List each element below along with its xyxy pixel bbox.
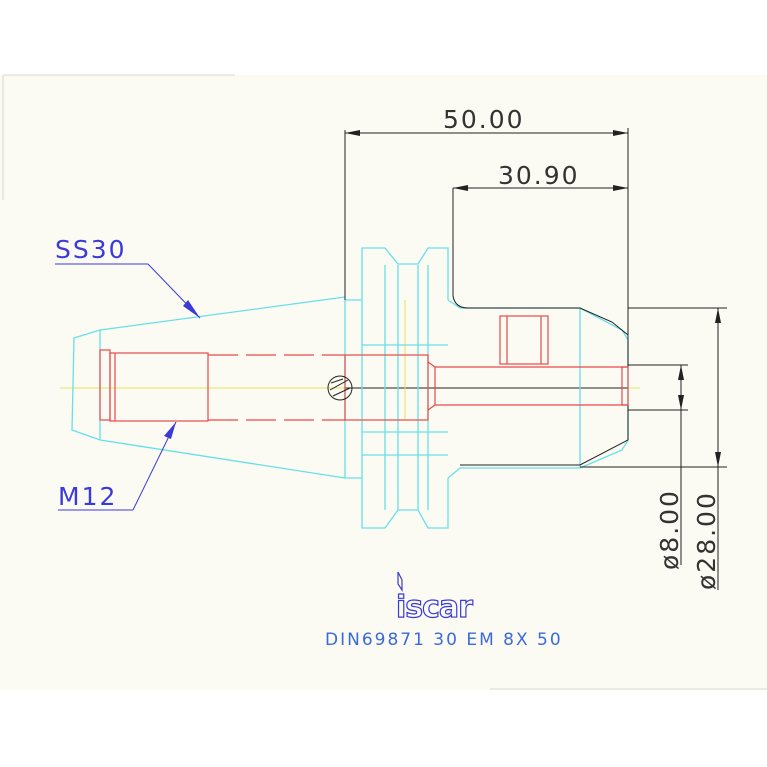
taper-label: SS30 <box>55 235 127 264</box>
body-outline <box>344 130 629 466</box>
dim-overall-length-label: 50.00 <box>443 105 525 134</box>
logo-wordmark: iscar <box>396 590 473 625</box>
part-caption: DIN69871 30 EM 8X 50 <box>325 630 563 650</box>
drawing-sheet <box>0 75 767 690</box>
internal-bore <box>99 315 629 422</box>
dimension-bore-diameter: ø8.00 <box>628 364 688 570</box>
dimension-overall-length: 50.00 <box>345 105 629 340</box>
thread-label: M12 <box>58 482 117 511</box>
thread-callout: M12 <box>58 421 177 511</box>
dim-body-length-label: 30.90 <box>498 161 580 190</box>
dim-body-diameter-label: ø28.00 <box>692 491 721 590</box>
dimension-body-diameter: ø28.00 <box>580 307 727 590</box>
dim-bore-diameter-label: ø8.00 <box>655 489 684 570</box>
taper-callout: SS30 <box>55 235 201 319</box>
dimension-body-length: 30.90 <box>453 161 628 191</box>
iscar-logo: iscar <box>395 571 475 626</box>
section-symbol <box>327 375 353 401</box>
